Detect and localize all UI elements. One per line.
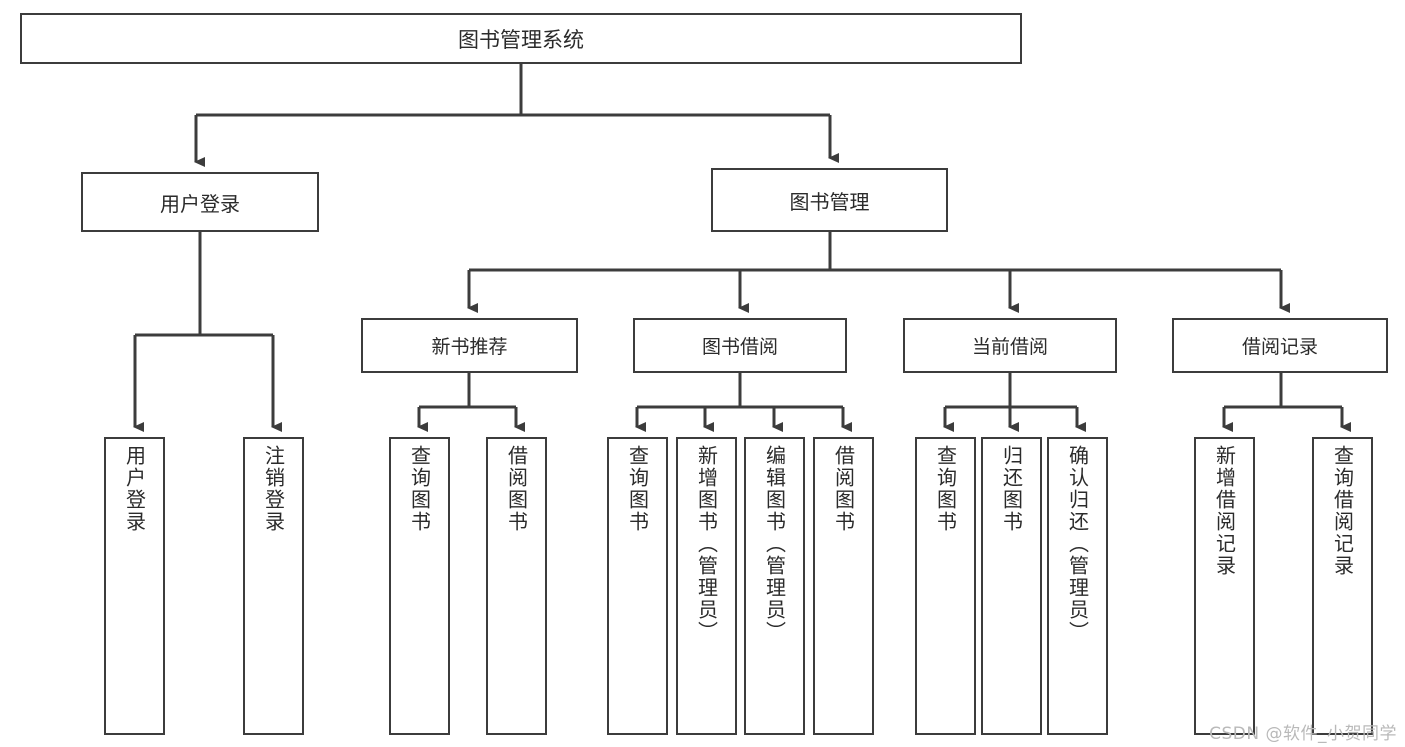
leaf-current-confirm-return[interactable]: 确认归还（管理员） xyxy=(1047,437,1108,735)
leaf-recommend-query-book-label: 查询图书 xyxy=(407,445,432,533)
node-book-management-label: 图书管理 xyxy=(789,189,870,214)
node-user-login-label: 用户登录 xyxy=(160,191,240,216)
leaf-current-confirm-return-label: 确认归还（管理员） xyxy=(1065,445,1090,643)
node-current-borrow[interactable]: 当前借阅 xyxy=(903,318,1117,373)
node-current-borrow-label: 当前借阅 xyxy=(971,336,1048,358)
leaf-recommend-borrow-book-label: 借阅图书 xyxy=(504,445,529,533)
leaf-borrow-add-book-label: 新增图书（管理员） xyxy=(694,445,719,643)
node-root-label: 图书管理系统 xyxy=(458,27,584,52)
leaf-record-query-label: 查询借阅记录 xyxy=(1330,445,1355,577)
leaf-borrow-query-book[interactable]: 查询图书 xyxy=(607,437,668,735)
leaf-recommend-borrow-book[interactable]: 借阅图书 xyxy=(486,437,547,735)
leaf-borrow-borrow-book[interactable]: 借阅图书 xyxy=(813,437,874,735)
leaf-user-login-label: 用户登录 xyxy=(122,445,147,533)
leaf-current-query-book[interactable]: 查询图书 xyxy=(915,437,976,735)
leaf-borrow-query-book-label: 查询图书 xyxy=(625,445,650,533)
leaf-record-add-label: 新增借阅记录 xyxy=(1212,445,1237,577)
leaf-logout-label: 注销登录 xyxy=(261,445,286,533)
node-user-login[interactable]: 用户登录 xyxy=(81,172,319,232)
leaf-borrow-add-book[interactable]: 新增图书（管理员） xyxy=(676,437,737,735)
leaf-user-login[interactable]: 用户登录 xyxy=(104,437,165,735)
leaf-borrow-edit-book[interactable]: 编辑图书（管理员） xyxy=(744,437,805,735)
leaf-current-return-book[interactable]: 归还图书 xyxy=(981,437,1042,735)
leaf-logout[interactable]: 注销登录 xyxy=(243,437,304,735)
leaf-current-return-book-label: 归还图书 xyxy=(999,445,1024,533)
leaf-current-query-book-label: 查询图书 xyxy=(933,445,958,533)
node-book-borrow-label: 图书借阅 xyxy=(701,336,778,358)
watermark: CSDN @软件_小贺同学 xyxy=(1209,724,1397,744)
leaf-borrow-edit-book-label: 编辑图书（管理员） xyxy=(762,445,787,643)
leaf-record-query[interactable]: 查询借阅记录 xyxy=(1312,437,1373,735)
node-root[interactable]: 图书管理系统 xyxy=(20,13,1022,64)
node-new-book-recommend-label: 新书推荐 xyxy=(431,336,508,358)
node-borrow-record[interactable]: 借阅记录 xyxy=(1172,318,1388,373)
node-book-management[interactable]: 图书管理 xyxy=(711,168,948,232)
leaf-recommend-query-book[interactable]: 查询图书 xyxy=(389,437,450,735)
leaf-borrow-borrow-book-label: 借阅图书 xyxy=(831,445,856,533)
leaf-record-add[interactable]: 新增借阅记录 xyxy=(1194,437,1255,735)
node-book-borrow[interactable]: 图书借阅 xyxy=(633,318,847,373)
node-new-book-recommend[interactable]: 新书推荐 xyxy=(361,318,578,373)
node-borrow-record-label: 借阅记录 xyxy=(1241,336,1318,358)
